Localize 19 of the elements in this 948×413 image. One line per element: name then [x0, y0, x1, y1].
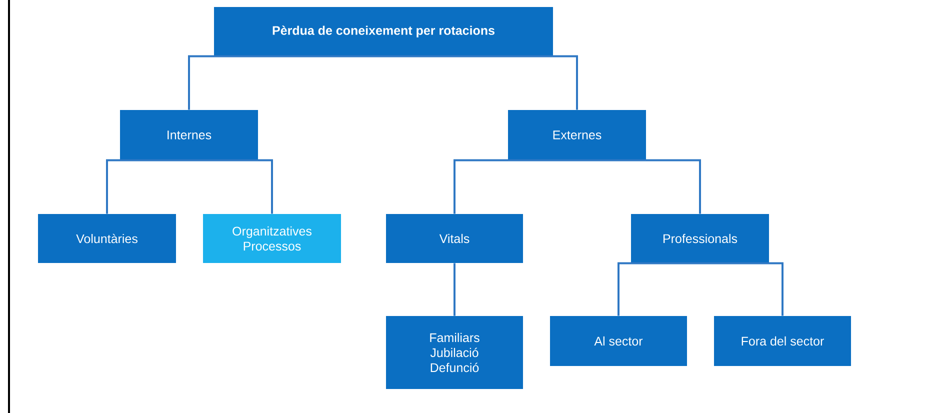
connector-line [188, 55, 384, 110]
connector-line [106, 159, 189, 214]
connector-line [189, 159, 273, 214]
category-box: Fora del sector [714, 316, 851, 366]
category-box: Professionals [631, 214, 769, 263]
connector-line [577, 159, 701, 214]
connector-line [700, 262, 784, 316]
connector-line [618, 262, 700, 316]
category-box: Organitzatives Processos [203, 214, 341, 263]
connector-line [384, 55, 578, 110]
connector-line [454, 159, 577, 214]
category-box: Voluntàries [38, 214, 176, 263]
category-box: Internes [120, 110, 258, 160]
title-box: Pèrdua de coneixement per rotacions [214, 7, 553, 56]
category-box: Familiars Jubilació Defunció [386, 316, 523, 389]
category-box: Externes [508, 110, 646, 160]
category-box: Vitals [386, 214, 523, 263]
category-box: Al sector [550, 316, 687, 366]
connector-line [454, 263, 456, 316]
